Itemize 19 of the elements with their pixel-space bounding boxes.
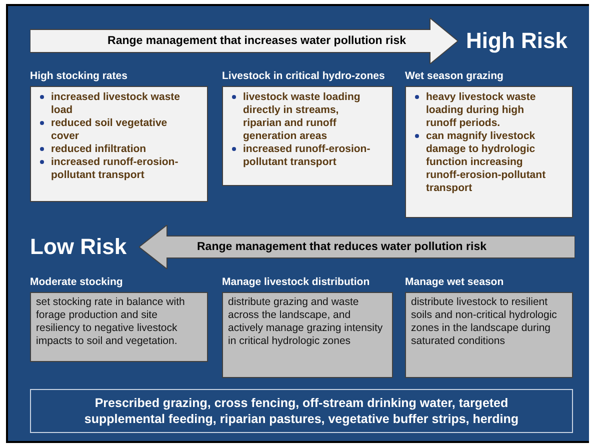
column-heading: Manage wet season (405, 276, 504, 288)
bullet-item: heavy livestock waste loading during high runoff periods. (426, 91, 536, 129)
description-text: distribute grazing and waste across the landscape, and actively manage grazing intensity in critical hydrologic zones (228, 296, 384, 348)
column-heading: Livestock in critical hydro-zones (222, 70, 385, 82)
bullet-item: increased runoff-erosion-pollutant transport (243, 143, 370, 168)
description-text: set stocking rate in balance with forage production and site resiliency to negative livestock impacts to soil and vegetation. (36, 296, 186, 348)
column-heading: High stocking rates (30, 70, 128, 82)
column-heading: Manage livestock distribution (222, 276, 370, 288)
bullet-item: can magnify livestock damage to hydrologic function increasing runoff-erosion-pollutant transport (426, 130, 546, 194)
bullet-item: increased runoff-erosion-pollutant transport (51, 156, 178, 181)
risk-label: Low Risk (30, 234, 127, 260)
arrow-label: Range management that increases water pollution risk (108, 35, 406, 47)
column-heading: Moderate stocking (30, 276, 123, 288)
column-heading: Wet season grazing (405, 70, 504, 82)
practices-box: Prescribed grazing, cross fencing, off-stream drinking water, targeted supplemental feeding, riparian pastures, vegetative buffer strips, herding (30, 389, 573, 433)
description-text: distribute livestock to resilient soils and non-critical hydrologic zones in the landscape during saturated conditions (411, 296, 558, 348)
bullet-item: reduced infiltration (51, 143, 146, 155)
risk-label: High Risk (466, 28, 568, 54)
arrow-label: Range management that reduces water pollution risk (197, 241, 486, 253)
